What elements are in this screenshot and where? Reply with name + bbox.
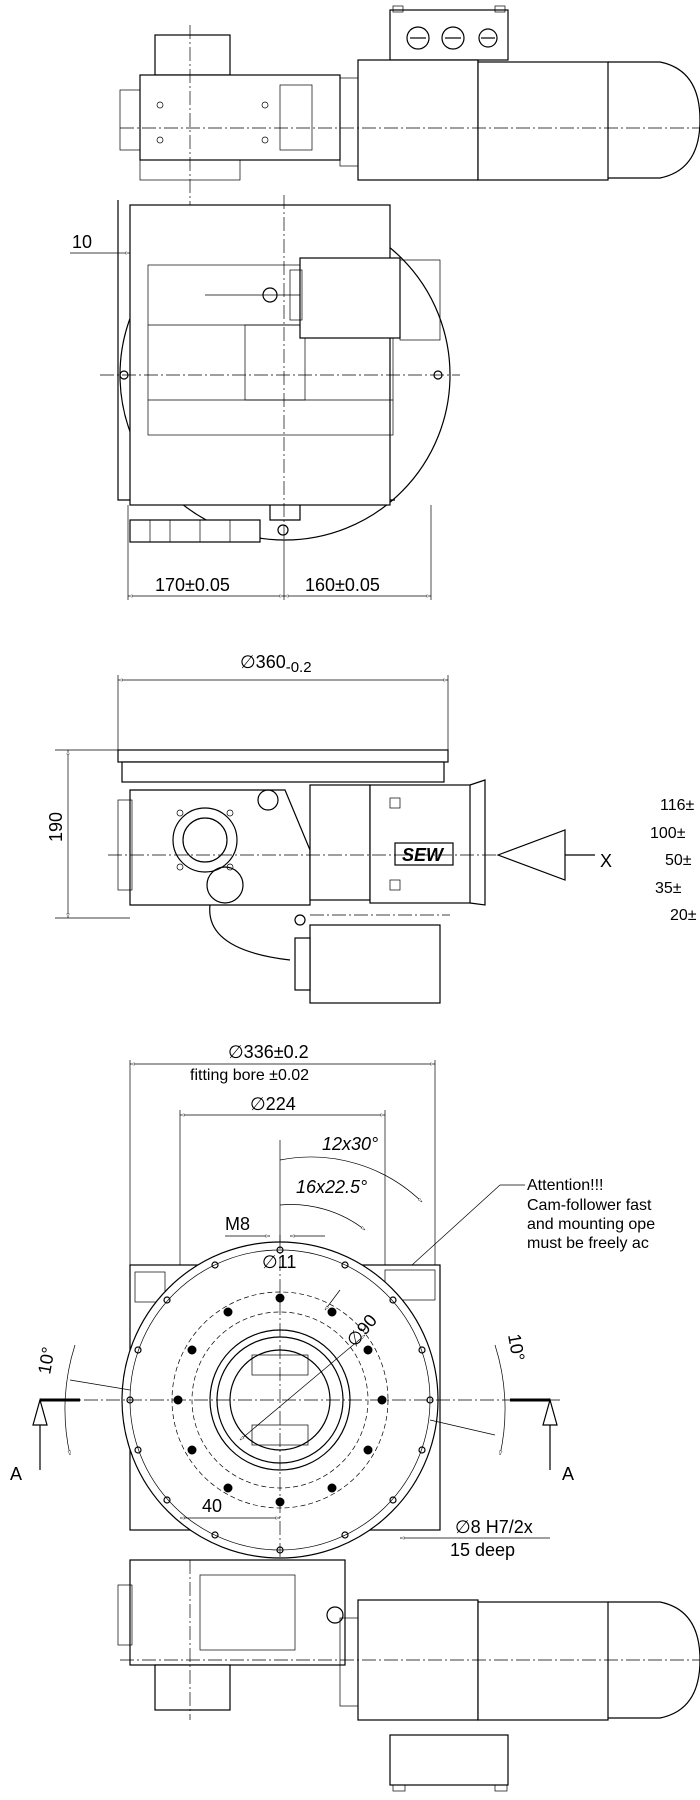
bottom-gearbox bbox=[129, 1559, 346, 1666]
angle-12x30-label: 12x30° bbox=[322, 1134, 378, 1154]
motor-flange bbox=[299, 257, 401, 339]
fitting-bore-label: fitting bore ±0.02 bbox=[190, 1067, 309, 1084]
side-view: ∅360-0.2 SEW 190 bbox=[46, 652, 697, 1004]
view-marker-label: X bbox=[600, 851, 612, 871]
dim-10-label: 10 bbox=[72, 232, 92, 252]
angle-right-10-label: 10° bbox=[504, 1332, 528, 1362]
cable-gland-icon bbox=[406, 26, 430, 50]
section-left-label: A bbox=[10, 1464, 22, 1484]
dim-160-label: 160±0.05 bbox=[305, 575, 380, 595]
angle-left-10-label: 10° bbox=[34, 1345, 58, 1375]
dim-190-label: 190 bbox=[46, 812, 66, 842]
dim-15deep-label: 15 deep bbox=[450, 1540, 515, 1560]
dim-170-label: 170±0.05 bbox=[155, 575, 230, 595]
table-housing bbox=[129, 204, 391, 506]
dim-11-label: ∅11 bbox=[262, 1252, 296, 1272]
attention-line2: and mounting ope bbox=[527, 1216, 655, 1233]
gearbox-housing bbox=[139, 74, 341, 161]
side-gearbox bbox=[129, 789, 311, 906]
bottom-motor-fan bbox=[477, 1601, 609, 1721]
motor-body bbox=[357, 59, 479, 181]
side-lower-motor bbox=[309, 924, 441, 1004]
right-dim-label: 35± bbox=[655, 880, 682, 897]
angle-16x22-label: 16x22.5° bbox=[296, 1177, 367, 1197]
cable-gland-icon bbox=[441, 26, 465, 50]
section-arrow-icon bbox=[542, 1397, 558, 1426]
top-view: 10 170±0.05 160±0.05 bbox=[70, 5, 700, 600]
bottom-view: ∅336±0.2 fitting bore ±0.02 ∅224 12x30° … bbox=[10, 1042, 700, 1792]
view-arrow bbox=[496, 829, 566, 881]
motor-fan-cover bbox=[477, 61, 609, 181]
dim-224-label: ∅224 bbox=[250, 1094, 296, 1114]
bottom-terminal-box bbox=[389, 1734, 509, 1786]
thread-m8-label: M8 bbox=[225, 1214, 250, 1234]
right-dim-label: 20± bbox=[670, 907, 697, 924]
dim-336-label: ∅336±0.2 bbox=[228, 1042, 309, 1062]
brand-plate bbox=[394, 842, 454, 866]
base-plate bbox=[129, 519, 261, 543]
cable-gland-icon bbox=[478, 28, 498, 48]
dim-40-label: 40 bbox=[202, 1496, 222, 1516]
right-dim-label: 116± bbox=[660, 797, 695, 814]
terminal-box bbox=[389, 9, 509, 61]
dim-8h7-label: ∅8 H7/2x bbox=[455, 1517, 533, 1537]
attention-title: Attention!!! bbox=[527, 1177, 604, 1194]
section-right-label: A bbox=[562, 1464, 574, 1484]
right-dim-label: 100± bbox=[650, 825, 686, 842]
attention-line3: must be freely ac bbox=[527, 1235, 649, 1252]
section-arrow-icon bbox=[32, 1397, 48, 1426]
dim-360-label: ∅360-0.2 bbox=[240, 652, 312, 676]
inner-bolt-holes bbox=[173, 1293, 387, 1507]
right-dim-label: 50± bbox=[665, 852, 692, 869]
attention-line1: Cam-follower fast bbox=[527, 1197, 652, 1214]
gear-shaft-housing bbox=[154, 34, 231, 76]
table-top-plate bbox=[117, 749, 449, 763]
